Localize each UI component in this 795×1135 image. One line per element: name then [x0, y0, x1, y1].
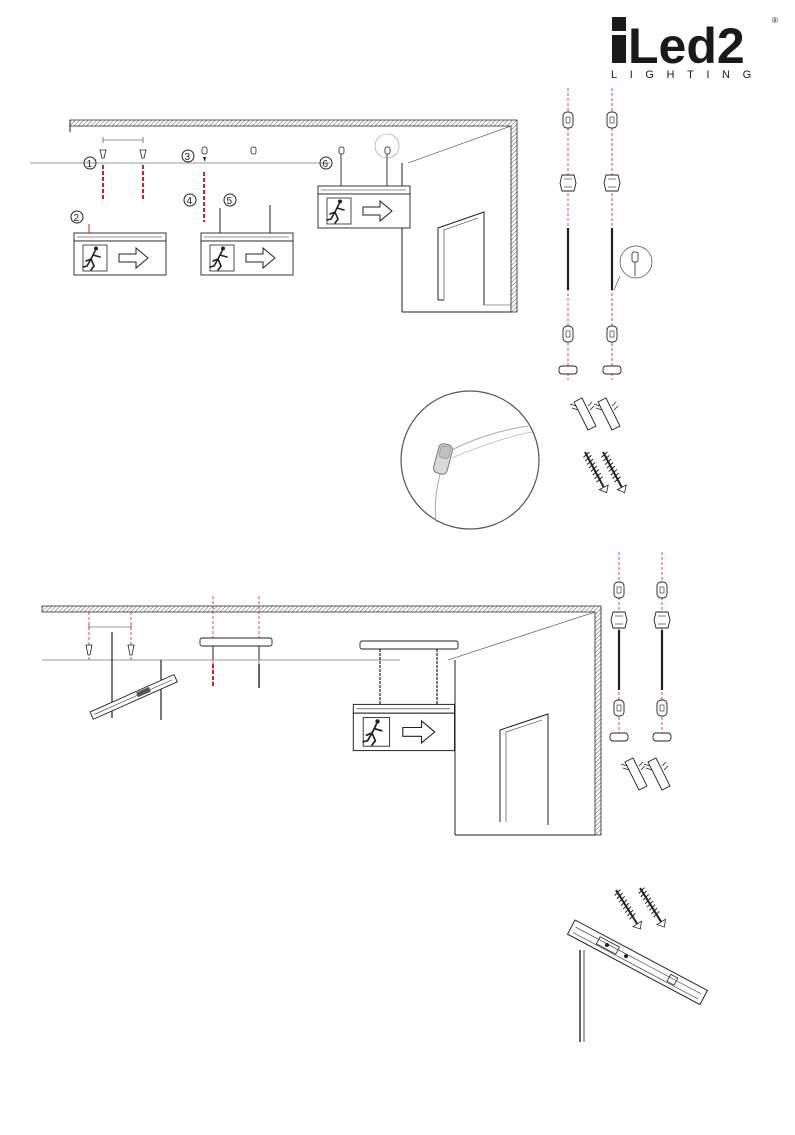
middle-step-drill — [86, 612, 177, 720]
step-1-drill-points: 1 — [84, 137, 146, 200]
step-3-label: 3 — [185, 152, 191, 163]
step-1-label: 1 — [87, 159, 93, 170]
screw-icon — [581, 450, 629, 495]
step-5-label: 5 — [227, 196, 233, 207]
registered-mark: ® — [772, 16, 778, 25]
wall-plug-icon — [621, 758, 670, 790]
step-4-label: 4 — [187, 196, 193, 207]
wall-plug-icon — [570, 398, 620, 430]
wire-kit-components — [559, 88, 652, 495]
middle-step-hung-sign — [353, 641, 458, 751]
step-3-ceiling-fittings: 3 — [182, 147, 256, 163]
screw-icon — [612, 885, 669, 931]
step-2-sign: 2 — [71, 211, 166, 275]
ceiling-wall-top — [30, 120, 517, 312]
ceiling-wall-middle — [42, 606, 601, 835]
step-6-hung-sign: 6 — [318, 134, 410, 228]
brand-logo: Led2 ® LIGHTING — [611, 16, 778, 81]
brand-tagline: LIGHTING — [611, 69, 764, 81]
rod-kit-components — [610, 552, 671, 790]
step-6-label: 6 — [323, 159, 329, 170]
step-4-5-wire-attach: 4 5 — [184, 172, 293, 275]
step-2-label: 2 — [74, 213, 80, 224]
cable-gripper-detail — [401, 391, 539, 529]
brand-name: Led2 — [628, 18, 745, 74]
base-plate-mounting — [567, 885, 707, 1042]
